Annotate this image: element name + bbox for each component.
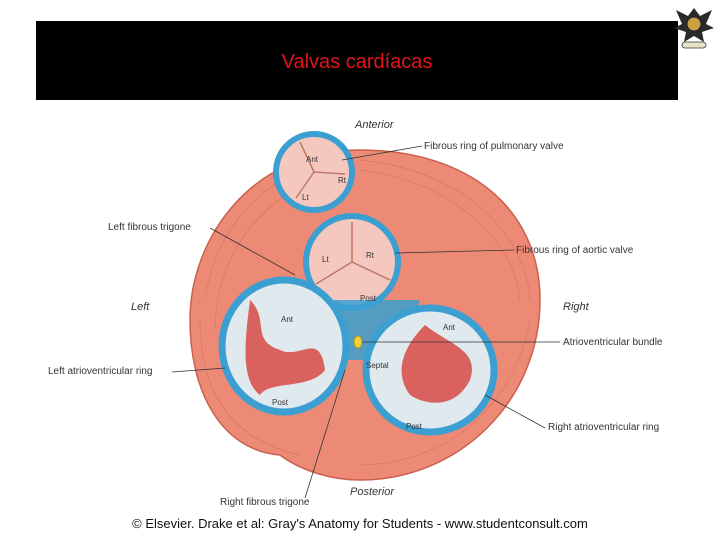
cusp-pulm-ant: Ant (306, 155, 319, 164)
callout-aortic-ring: Fibrous ring of aortic valve (516, 245, 634, 256)
callout-left-av-ring: Left atrioventricular ring (48, 366, 153, 377)
label-right: Right (563, 301, 590, 313)
callout-right-trigone: Right fibrous trigone (220, 497, 310, 508)
heart-valves-illustration: Anterior Posterior Left Right Fibrous ri… (0, 100, 720, 540)
eagle-crest-logo (670, 2, 718, 52)
cusp-aortic-post: Post (360, 294, 377, 303)
cusp-aortic-rt: Rt (366, 251, 375, 260)
cusp-pulm-lt: Lt (302, 193, 309, 202)
cusp-aortic-lt: Lt (322, 255, 329, 264)
label-posterior: Posterior (350, 486, 395, 498)
av-bundle-marker (354, 336, 362, 348)
callout-av-bundle: Atrioventricular bundle (563, 337, 663, 348)
cusp-tricuspid-post: Post (406, 422, 423, 431)
cusp-mitral-post: Post (272, 398, 289, 407)
mitral-valve (222, 280, 346, 412)
label-anterior: Anterior (354, 119, 395, 131)
cusp-tricuspid-septal: Septal (366, 361, 389, 370)
cusp-tricuspid-ant: Ant (443, 323, 456, 332)
callout-pulmonary-ring: Fibrous ring of pulmonary valve (424, 141, 564, 152)
callout-left-trigone: Left fibrous trigone (108, 222, 191, 233)
title-bar: Valvas cardíacas (36, 21, 678, 100)
slide-title: Valvas cardíacas (36, 51, 678, 74)
callout-right-av-ring: Right atrioventricular ring (548, 422, 659, 433)
cusp-mitral-ant: Ant (281, 315, 294, 324)
label-left: Left (131, 301, 150, 313)
cusp-pulm-rt: Rt (338, 176, 347, 185)
copyright-footer: © Elsevier. Drake et al: Gray's Anatomy … (0, 516, 720, 531)
